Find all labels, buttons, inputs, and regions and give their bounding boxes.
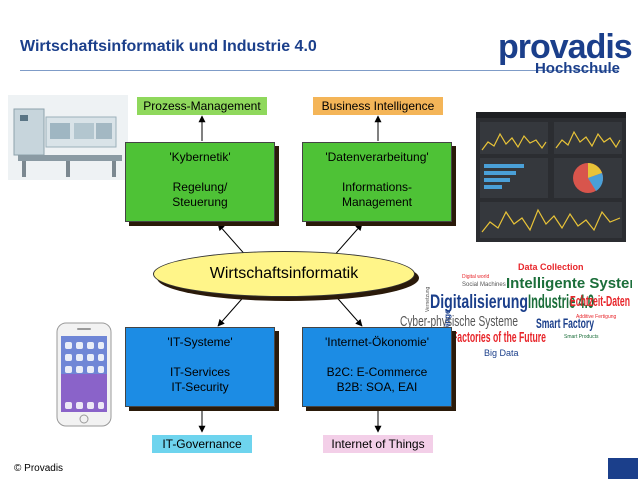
label-prozess-management: Prozess-Management bbox=[137, 97, 267, 115]
provadis-logo: provadis Hochschule bbox=[498, 30, 633, 78]
box-datenverarbeitung-line-2 bbox=[303, 165, 451, 180]
word-factories-of-the-future: Factories of the Future bbox=[452, 329, 546, 346]
box-datenverarbeitung-line-4: Management bbox=[341, 195, 413, 209]
word-data-collection: Data Collection bbox=[518, 262, 584, 272]
box-internet-oekonomie-line-2 bbox=[303, 350, 451, 365]
box-datenverarbeitung-line-3: Informations- bbox=[341, 180, 413, 194]
slide-title: Wirtschaftsinformatik und Industrie 4.0 bbox=[20, 38, 317, 55]
production-machine-image bbox=[8, 95, 128, 180]
label-internet-of-things: Internet of Things bbox=[323, 435, 433, 453]
word-industrie-4: Industrie 4.0 bbox=[528, 292, 594, 313]
box-it-systeme-line-2 bbox=[126, 350, 274, 365]
word-smart-factory: Smart Factory bbox=[536, 315, 594, 331]
copyright-notice: © Provadis bbox=[14, 463, 64, 474]
box-internet-oekonomie-line-3: B2C: E-Commerce bbox=[326, 365, 428, 379]
analytics-dashboard-image bbox=[476, 112, 626, 242]
arrow-to-internet-oekonomie bbox=[331, 291, 363, 327]
box-datenverarbeitung-line-1: 'Datenverarbeitung' bbox=[325, 150, 429, 164]
box-internet-oekonomie: 'Internet-Ökonomie' B2C: E-Commerce B2B:… bbox=[302, 327, 452, 407]
box-kybernetik-line-2 bbox=[126, 165, 274, 180]
box-it-systeme-line-3: IT-Services bbox=[169, 365, 230, 379]
footer-brand-square bbox=[608, 458, 638, 479]
box-kybernetik-line-4: Steuerung bbox=[172, 195, 228, 209]
logo-subtitle: Hochschule bbox=[534, 60, 620, 77]
box-it-systeme-line-1: 'IT-Systeme' bbox=[167, 335, 233, 349]
box-internet-oekonomie-line-1: 'Internet-Ökonomie' bbox=[325, 335, 429, 349]
label-business-intelligence: Business Intelligence bbox=[313, 97, 443, 115]
label-it-governance: IT-Governance bbox=[152, 435, 252, 453]
word-intelligente-systeme: Intelligente Systeme bbox=[506, 275, 632, 292]
word-social-machines: Social Machines bbox=[462, 282, 506, 288]
industry-4-wordcloud: Data Collection Digital world Social Mac… bbox=[400, 262, 632, 378]
box-kybernetik-line-3: Regelung/ bbox=[172, 180, 228, 194]
word-digitalisierung: Digitalisierung bbox=[430, 292, 528, 313]
center-wirtschaftsinformatik: Wirtschaftsinformatik bbox=[153, 251, 415, 297]
word-big-data: Big Data bbox=[484, 348, 519, 358]
box-kybernetik-line-1: 'Kybernetik' bbox=[169, 150, 231, 164]
box-kybernetik: 'Kybernetik' Regelung/ Steuerung bbox=[125, 142, 275, 222]
title-divider bbox=[20, 70, 618, 71]
word-cyber-physische-systeme: Cyber-physische Systeme bbox=[400, 313, 518, 330]
logo-wordmark: provadis bbox=[498, 28, 633, 66]
word-smart-products: Smart Products bbox=[564, 334, 599, 340]
box-internet-oekonomie-line-4: B2B: SOA, EAI bbox=[336, 380, 418, 394]
word-additive-fertigung: Additive Fertigung bbox=[576, 314, 617, 320]
box-it-systeme-line-4: IT-Security bbox=[171, 380, 229, 394]
box-it-systeme: 'IT-Systeme' IT-Services IT-Security bbox=[125, 327, 275, 407]
word-digital-world: Digital world bbox=[462, 274, 489, 280]
box-datenverarbeitung: 'Datenverarbeitung' Informations- Manage… bbox=[302, 142, 452, 222]
word-echtzeit-daten: Echtzeit-Daten bbox=[570, 293, 630, 310]
arrow-to-it-systeme bbox=[217, 291, 249, 327]
smartphone-image bbox=[56, 322, 112, 427]
word-vernetzung: Vernetzung bbox=[425, 286, 431, 312]
